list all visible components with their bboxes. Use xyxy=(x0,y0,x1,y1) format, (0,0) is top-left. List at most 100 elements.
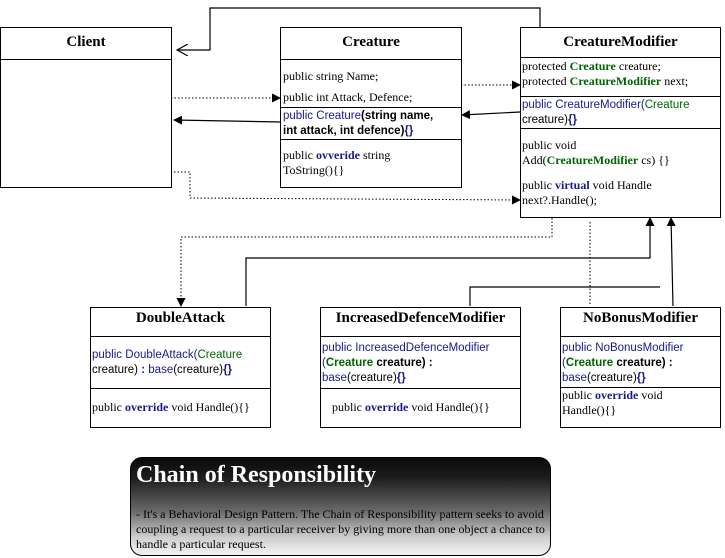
increased-defence-constructor: public IncreasedDefenceModifier (Creatur… xyxy=(322,341,490,386)
increased-defence-handle: public override void Handle(){} xyxy=(332,400,490,415)
modifier-f2-type: CreatureModifier xyxy=(569,74,662,88)
no-bonus-ctor-body: {} xyxy=(636,372,646,384)
creature-divider-3 xyxy=(281,139,461,140)
no-bonus-ctor-open: ( xyxy=(562,357,566,369)
increased-m-rest: void Handle(){} xyxy=(411,400,490,414)
creature-field-name: public string Name; xyxy=(283,69,379,83)
modifier-ctor-kw: public xyxy=(522,99,553,111)
no-bonus-ctor-arg: creature) : xyxy=(616,357,673,369)
increased-ctor-name: IncreasedDefenceModifier xyxy=(355,342,490,354)
modifier-handle: public virtual void Handle next?.Handle(… xyxy=(522,178,652,208)
no-bonus-ctor-kw: public xyxy=(562,342,593,354)
modifier-h-next: next?.Handle(); xyxy=(522,193,597,207)
modifier-constructor: public CreatureModifier(Creature creatur… xyxy=(522,98,690,128)
modifier-to-doubleattack-dotted xyxy=(176,218,553,307)
no-bonus-class: NoBonusModifier public NoBonusModifier (… xyxy=(560,307,721,428)
double-attack-divider-2 xyxy=(91,388,270,389)
modifier-ctor-type: Creature xyxy=(644,99,690,111)
modifier-title: CreatureModifier xyxy=(563,34,678,50)
creature-ctor-args1: (string name, xyxy=(361,110,434,122)
increased-ctor-type: Creature xyxy=(325,357,374,369)
modifier-f2-kw: protected xyxy=(522,74,567,88)
double-attack-title: DoubleAttack xyxy=(135,310,226,326)
modifier-to-creature-arrow xyxy=(461,110,521,120)
modifier-fields: protected Creature creature; protected C… xyxy=(522,59,688,89)
modifier-divider-1 xyxy=(521,57,720,58)
creature-divider-1 xyxy=(281,59,461,60)
no-bonus-ctor-base-arg: (creature) xyxy=(586,372,637,384)
increased-ctor-arg: creature) : xyxy=(376,357,433,369)
no-bonus-constructor: public NoBonusModifier (Creature creatur… xyxy=(562,341,683,386)
double-attack-ctor-arg: creature) xyxy=(92,364,139,376)
increased-ctor-base-arg: (creature) xyxy=(346,372,397,384)
double-attack-ctor-name: DoubleAttack( xyxy=(125,349,198,361)
no-bonus-m-override: override xyxy=(595,388,639,402)
modifier-add-kw: public void xyxy=(522,138,577,152)
creature-to-client-arrow xyxy=(173,115,282,125)
double-attack-ctor-type: Creature xyxy=(197,349,243,361)
modifier-f1-kw: protected xyxy=(522,59,567,73)
creature-m-override: ovveride xyxy=(316,148,360,162)
double-attack-ctor-sep: : xyxy=(141,364,146,376)
increased-ctor-kw: public xyxy=(322,342,353,354)
creature-divider-2 xyxy=(281,107,461,108)
client-divider xyxy=(1,59,171,60)
creature-constructor: public Creature(string name, int attack,… xyxy=(283,109,433,139)
nobonus-inheritance xyxy=(666,217,676,307)
increased-m-kw: public xyxy=(332,400,362,414)
modifier-h-virtual: virtual xyxy=(555,178,590,192)
modifier-h-kw: public xyxy=(522,178,552,192)
modifier-f2-name: next; xyxy=(664,74,689,88)
pattern-description: - It's a Behavioral Design Pattern. The … xyxy=(136,507,545,551)
client-class: Client xyxy=(0,27,172,188)
no-bonus-ctor-type: Creature xyxy=(565,357,614,369)
creature-ctor-kw: public xyxy=(283,110,314,122)
creature-ctor-name: Creature xyxy=(316,110,362,122)
modifier-add: public void Add(CreatureModifier cs) {} xyxy=(522,138,670,168)
creature-m-kw: public xyxy=(283,148,313,162)
modifier-ctor-arg: creature) xyxy=(522,114,569,126)
modifier-add-type: CreatureModifier xyxy=(546,153,639,167)
creature-m-name: ToString(){} xyxy=(283,163,345,177)
client-title: Client xyxy=(66,34,106,50)
no-bonus-title: NoBonusModifier xyxy=(582,310,698,326)
creature-ctor-args2: int attack, int defence) xyxy=(283,125,405,137)
modifier-add-arg: cs) {} xyxy=(641,153,670,167)
no-bonus-divider-1 xyxy=(561,336,720,337)
modifier-add-name: Add( xyxy=(522,153,547,167)
no-bonus-m-rest2: Handle(){} xyxy=(562,403,617,417)
creature-title: Creature xyxy=(342,34,400,50)
no-bonus-ctor-name: NoBonusModifier xyxy=(595,342,684,354)
double-attack-ctor-body: {} xyxy=(223,364,233,376)
creature-modifier-class: CreatureModifier protected Creature crea… xyxy=(520,27,721,218)
modifier-f1-name: creature; xyxy=(618,59,661,73)
double-attack-handle: public override void Handle(){} xyxy=(92,400,250,415)
creature-m-type: string xyxy=(363,148,391,162)
double-attack-class: DoubleAttack public DoubleAttack(Creatur… xyxy=(90,307,271,428)
double-attack-m-override: override xyxy=(125,400,169,414)
modifier-divider-2 xyxy=(521,96,720,97)
double-attack-constructor: public DoubleAttack(Creature creature) :… xyxy=(92,348,242,378)
no-bonus-m-kw: public xyxy=(562,388,592,402)
increased-inheritance xyxy=(469,286,660,306)
creature-class: Creature public string Name; public int … xyxy=(280,27,462,188)
pattern-note: Chain of Responsibility - It's a Behavio… xyxy=(130,457,551,556)
double-attack-m-rest: void Handle(){} xyxy=(171,400,250,414)
increased-defence-class: IncreasedDefenceModifier public Increase… xyxy=(320,307,521,428)
doubleattack-inheritance xyxy=(245,217,655,306)
modifier-ctor-body: {} xyxy=(568,114,577,126)
modifier-h-rest: void Handle xyxy=(592,178,652,192)
no-bonus-ctor-base: base xyxy=(562,372,587,384)
increased-ctor-body: {} xyxy=(396,372,406,384)
modifier-divider-3 xyxy=(521,128,720,129)
creature-tostring: public ovveride string ToString(){} xyxy=(283,148,390,178)
double-attack-ctor-base-arg: (creature) xyxy=(173,364,224,376)
increased-ctor-base: base xyxy=(322,372,347,384)
increased-ctor-open: ( xyxy=(322,357,326,369)
double-attack-m-kw: public xyxy=(92,400,122,414)
pattern-title: Chain of Responsibility xyxy=(136,462,377,488)
creature-field-attack: public int Attack, Defence; xyxy=(283,90,413,104)
double-attack-ctor-kw: public xyxy=(92,349,123,361)
no-bonus-m-rest: void xyxy=(641,388,663,402)
increased-defence-divider-2 xyxy=(321,388,520,389)
